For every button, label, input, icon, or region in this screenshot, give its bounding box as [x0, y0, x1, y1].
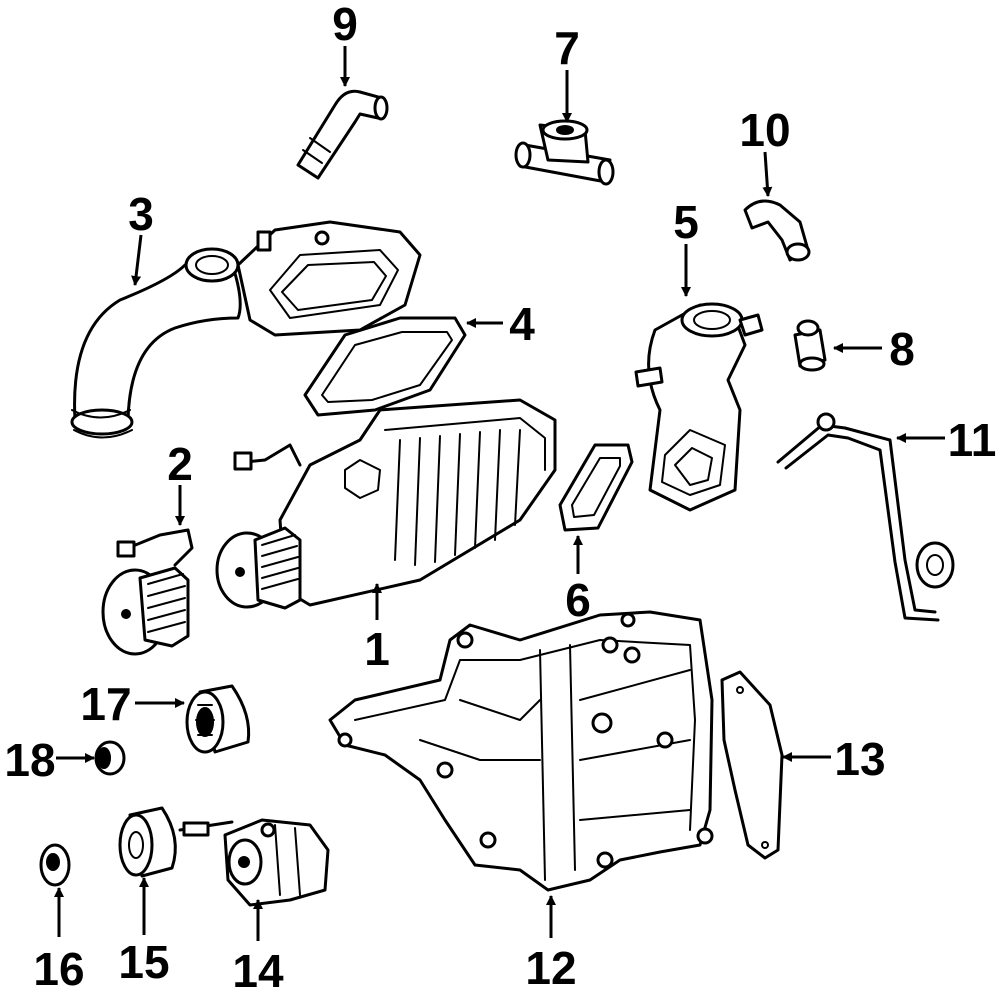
- callout-9: 9: [332, 0, 358, 50]
- part-16-cap: [39, 843, 71, 887]
- part-14-tensioner: [178, 818, 330, 907]
- part-15-pulley: [118, 806, 177, 878]
- part-13-plate: [720, 670, 784, 860]
- part-1-supercharger: [215, 398, 557, 610]
- callout-7: 7: [554, 22, 580, 74]
- part-3-intake-housing: [70, 220, 422, 439]
- part-10-hose: [743, 199, 811, 262]
- callout-10: 10: [739, 104, 790, 156]
- leader-3: [131, 234, 143, 286]
- callout-5: 5: [673, 196, 699, 248]
- part-2-pulley: [101, 528, 194, 656]
- part-9-hose: [296, 89, 389, 180]
- callout-3: 3: [128, 188, 154, 240]
- part-7-valve: [514, 119, 615, 186]
- callout-12: 12: [525, 942, 576, 993]
- callout-8: 8: [889, 323, 915, 375]
- callout-16: 16: [33, 943, 84, 993]
- callout-numbers: 1 2 3 4 5 6 7 8 9 10 11 12 13 14 15 16 1…: [4, 0, 996, 993]
- part-6-gasket: [558, 443, 634, 532]
- callout-13: 13: [834, 733, 885, 785]
- leader-lines: [54, 46, 945, 941]
- callout-18: 18: [4, 734, 55, 786]
- part-12-bracket: [328, 610, 714, 892]
- callout-4: 4: [509, 298, 535, 350]
- callout-17: 17: [80, 678, 131, 730]
- part-8-sensor: [793, 319, 827, 372]
- part-11-tube: [776, 412, 955, 622]
- part-4-gasket: [303, 316, 467, 417]
- part-17-idler-pulley: [185, 684, 251, 754]
- part-18-cap: [94, 740, 126, 776]
- callout-6: 6: [565, 574, 591, 626]
- leader-10: [762, 151, 773, 197]
- part-5-elbow-duct: [634, 302, 764, 512]
- callout-11: 11: [948, 414, 997, 466]
- callout-1: 1: [364, 623, 390, 675]
- callout-2: 2: [167, 438, 193, 490]
- callout-15: 15: [118, 936, 169, 988]
- callout-14: 14: [232, 945, 284, 993]
